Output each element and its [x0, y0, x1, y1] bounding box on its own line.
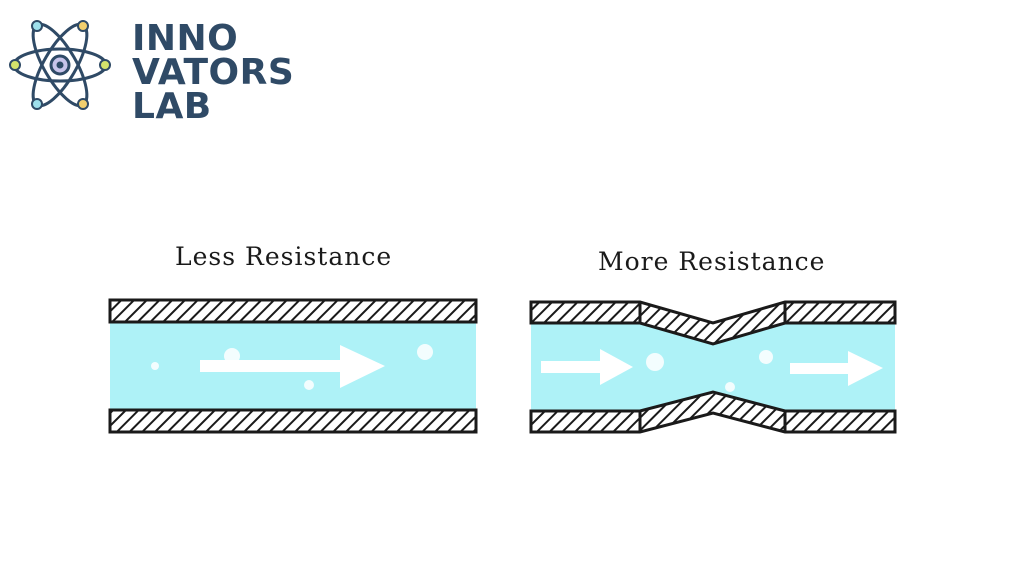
constricted-pipe: [529, 300, 897, 434]
pipe-wall-bottom: [108, 408, 478, 434]
bubble-icon: [417, 344, 433, 360]
brand-logo: INNO VATORS LAB: [8, 10, 308, 125]
bubble-icon: [759, 350, 773, 364]
less-resistance-label: Less Resistance: [175, 242, 392, 271]
more-resistance-label: More Resistance: [598, 247, 825, 276]
right-arrow-icon: [541, 349, 633, 385]
bubble-icon: [646, 353, 664, 371]
straight-pipe: [108, 298, 478, 434]
brand-line-3: LAB: [132, 86, 212, 127]
pipe-wall-top: [529, 300, 897, 346]
pipe-wall-top: [108, 298, 478, 324]
brand-line-1: INNO: [132, 18, 239, 59]
right-arrow-icon: [790, 351, 883, 386]
atom-icon: [9, 20, 111, 110]
right-arrow-icon: [200, 345, 385, 388]
fluid-constricted: [531, 323, 895, 411]
brand-name: INNO VATORS LAB: [132, 18, 295, 127]
brand-line-2: VATORS: [132, 52, 295, 93]
bubble-icon: [151, 362, 159, 370]
bubble-icon: [224, 348, 240, 364]
bubble-icon: [304, 380, 314, 390]
pipe-wall-bottom: [529, 390, 897, 434]
bubble-icon: [725, 382, 735, 392]
